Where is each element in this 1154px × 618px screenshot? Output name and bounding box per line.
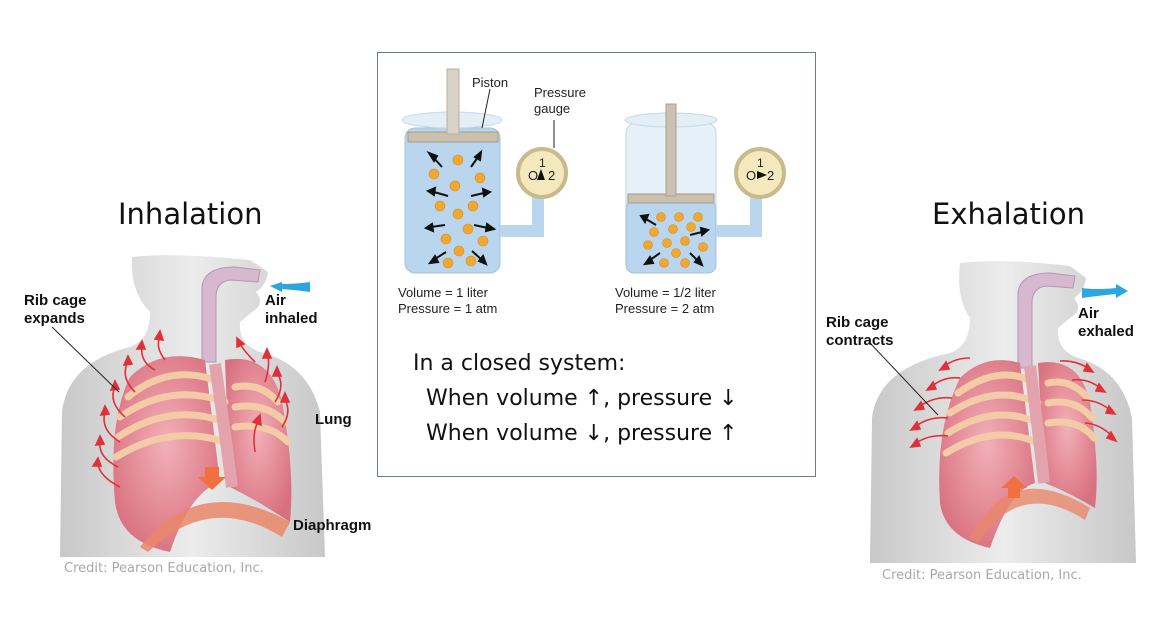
right-pipe	[716, 193, 762, 237]
right-molecules	[643, 212, 708, 268]
airway	[1017, 272, 1076, 369]
rule-line-1: When volume ↑, pressure ↓	[426, 386, 738, 411]
piston-label: Piston	[472, 75, 509, 90]
piston-diagram: O 1 2	[401, 68, 786, 274]
air-label-line2: inhaled	[265, 310, 318, 327]
right-container: O 1 2	[624, 103, 786, 274]
rib-cage-label-line1: Rib cage	[24, 292, 87, 309]
svg-text:O: O	[528, 168, 538, 183]
lung-right	[1038, 362, 1097, 508]
rib-cage-label-line2: contracts	[826, 332, 894, 349]
rib-cage-expands-label: Rib cage expands	[24, 292, 87, 328]
right-container-readout: Volume = 1/2 liter Pressure = 2 atm	[615, 285, 716, 317]
left-pipe	[500, 193, 544, 237]
svg-text:1: 1	[539, 156, 546, 170]
rib-cage-label-line1: Rib cage	[826, 314, 889, 331]
left-pressure-text: Pressure = 1 atm	[398, 301, 498, 316]
pressure-gauge-label-line1: Pressure	[534, 85, 587, 100]
pressure-gauge-label: Pressure gauge	[534, 85, 586, 117]
lung-label: Lung	[315, 411, 352, 428]
inhalation-credit: Credit: Pearson Education, Inc.	[64, 561, 264, 576]
sternum	[1024, 365, 1050, 484]
left-volume-text: Volume = 1 liter	[398, 285, 488, 300]
left-molecules	[428, 154, 489, 269]
air-inhaled-arrow	[270, 282, 310, 292]
svg-text:1: 1	[757, 156, 764, 170]
rib-cage-contracts-label: Rib cage contracts	[826, 314, 894, 350]
air-label-line2: exhaled	[1078, 323, 1134, 340]
sternum	[209, 363, 238, 488]
air-label-line1: Air	[265, 292, 286, 309]
boyles-law-panel: O 1 2	[377, 52, 816, 477]
left-gas-volume	[404, 127, 501, 274]
rib-cage-leader-line	[51, 326, 120, 393]
diaphragm-down-arrow	[198, 467, 226, 490]
air-inhaled-label: Air inhaled	[265, 292, 318, 328]
right-piston-rod	[665, 103, 677, 197]
right-motion-arrows	[639, 213, 711, 267]
left-motion-arrows	[423, 149, 497, 266]
left-gauge-needle	[537, 169, 545, 180]
rib-cage-label-line2: expands	[24, 310, 85, 327]
diaphragm-label: Diaphragm	[293, 517, 372, 534]
rule-line-2: When volume ↓, pressure ↑	[426, 421, 738, 446]
air-exhaled-arrow	[1082, 284, 1128, 298]
diaphragm-up-arrow	[1001, 476, 1027, 498]
right-gas-volume	[625, 200, 717, 274]
inhalation-illustration	[51, 255, 325, 558]
rib-cage	[112, 371, 292, 461]
left-piston-rod	[446, 68, 460, 135]
piston-leader-line	[481, 88, 491, 129]
rule-heading: In a closed system:	[413, 351, 626, 376]
exhalation-title: Exhalation	[932, 197, 1086, 231]
left-container: O 1 2	[401, 68, 568, 274]
air-label-line1: Air	[1078, 305, 1099, 322]
diaphragm	[970, 488, 1090, 543]
pressure-gauge-label-line2: gauge	[534, 101, 571, 116]
airway	[201, 266, 261, 363]
svg-text:2: 2	[548, 168, 555, 183]
exhalation-credit: Credit: Pearson Education, Inc.	[882, 568, 1082, 583]
expansion-arrows	[91, 329, 291, 488]
right-volume-text: Volume = 1/2 liter	[615, 285, 716, 300]
left-container-readout: Volume = 1 liter Pressure = 1 atm	[398, 285, 497, 317]
diaphragm	[140, 502, 290, 552]
inhalation-title: Inhalation	[118, 197, 263, 231]
svg-text:O: O	[746, 168, 756, 183]
right-pressure-text: Pressure = 2 atm	[615, 301, 715, 316]
air-exhaled-label: Air exhaled	[1078, 305, 1134, 341]
contraction-arrows	[909, 357, 1118, 448]
rib-cage-leader-line	[869, 342, 939, 416]
right-gauge-needle	[757, 171, 767, 179]
exhalation-illustration	[869, 261, 1136, 563]
svg-text:2: 2	[767, 168, 774, 183]
